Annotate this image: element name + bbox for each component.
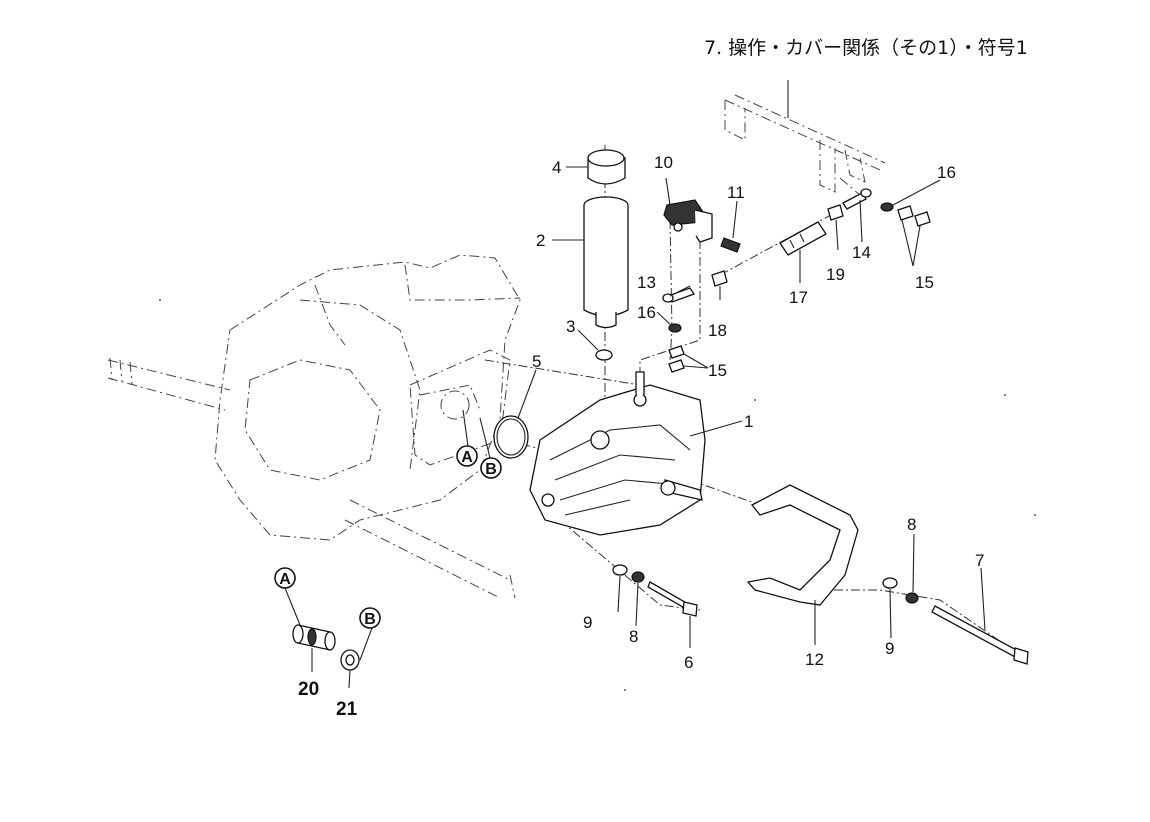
callout-6: 6 (684, 653, 693, 672)
svg-text:A: A (279, 571, 291, 588)
callout-18: 18 (708, 321, 727, 340)
callout-15b: 15 (915, 273, 934, 292)
callout-3: 3 (566, 317, 575, 336)
callout-1: 1 (744, 412, 753, 431)
control-lever-assembly (724, 94, 886, 196)
callout-2: 2 (536, 231, 545, 250)
svg-text:B: B (364, 611, 376, 628)
transmission-unit-part (529, 371, 706, 536)
callout-8a: 8 (629, 627, 638, 646)
marker-a-detail: A (274, 567, 296, 589)
svg-text:A: A (461, 449, 473, 466)
bolt-11-part (720, 237, 741, 253)
callout-9a: 9 (583, 613, 592, 632)
callout-5: 5 (532, 352, 541, 371)
callout-21: 21 (336, 699, 358, 720)
callout-8b: 8 (907, 515, 916, 534)
callout-11: 11 (727, 183, 745, 202)
callout-20: 20 (298, 679, 319, 700)
callout-12: 12 (805, 650, 824, 669)
callout-13: 13 (637, 273, 656, 292)
callout-19: 19 (826, 265, 845, 284)
bracket-part (663, 199, 713, 243)
o-ring-part (493, 415, 529, 459)
svg-text:B: B (485, 461, 497, 478)
callout-17: 17 (789, 288, 808, 307)
callout-10: 10 (654, 153, 673, 172)
callout-16a: 16 (637, 303, 656, 322)
callout-7: 7 (975, 551, 984, 570)
callout-15a: 15 (708, 361, 727, 380)
cap-part (587, 149, 626, 185)
callout-numbers: 1 2 3 4 5 6 7 8 8 9 9 10 11 12 13 14 15 … (298, 153, 984, 720)
reference-title: 7. 操作・カバー関係（その1）・符号1 (704, 37, 1028, 59)
scan-specks (159, 299, 1036, 691)
marker-b-detail: B (359, 607, 381, 629)
assembly-guide-lines (484, 145, 1021, 656)
callout-9b: 9 (885, 639, 894, 658)
detail-bushing-part (292, 624, 336, 651)
leader-lines (284, 80, 986, 689)
strap-bracket-part (746, 484, 859, 606)
marker-a-main: A (456, 445, 478, 467)
callout-16b: 16 (937, 163, 956, 182)
marker-b-main: B (480, 457, 502, 479)
fasteners (612, 188, 1029, 665)
callout-4: 4 (552, 158, 561, 177)
callout-14: 14 (852, 243, 871, 262)
filter-cylinder-part (583, 196, 629, 361)
detail-washer-part (340, 649, 360, 671)
transaxle-housing (107, 254, 521, 599)
